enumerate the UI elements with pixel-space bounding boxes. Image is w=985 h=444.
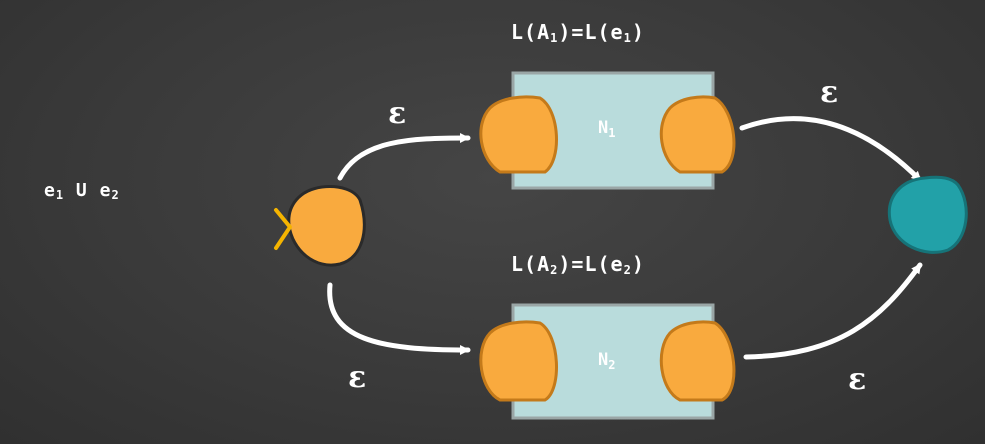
- n2-label: N2: [598, 350, 616, 372]
- start-marker-icon: [274, 208, 292, 250]
- epsilon-label-n1-final: ε: [820, 75, 839, 110]
- epsilon-arrow-n2-to-final: [743, 262, 923, 360]
- new-final-state: [887, 175, 968, 254]
- n2-language-label: L(A2)=L(e2): [511, 252, 645, 277]
- n1-language-label: L(A1)=L(e1): [511, 20, 645, 45]
- epsilon-arrow-n1-to-final: [739, 116, 923, 183]
- n1-start-state: [479, 95, 558, 174]
- union-expression-label: e1 U e2: [44, 180, 120, 202]
- epsilon-label-start-n2: ε: [348, 360, 367, 395]
- n1-label: N1: [598, 118, 616, 140]
- epsilon-arrow-start-to-n1: [337, 133, 471, 181]
- epsilon-label-start-n1: ε: [388, 96, 407, 131]
- n1-accept-state: [659, 95, 736, 174]
- epsilon-label-n2-final: ε: [848, 362, 867, 397]
- n2-start-state: [479, 320, 558, 402]
- n2-accept-state: [659, 320, 736, 402]
- new-start-state: [287, 185, 366, 267]
- epsilon-arrow-start-to-n2: [327, 282, 471, 355]
